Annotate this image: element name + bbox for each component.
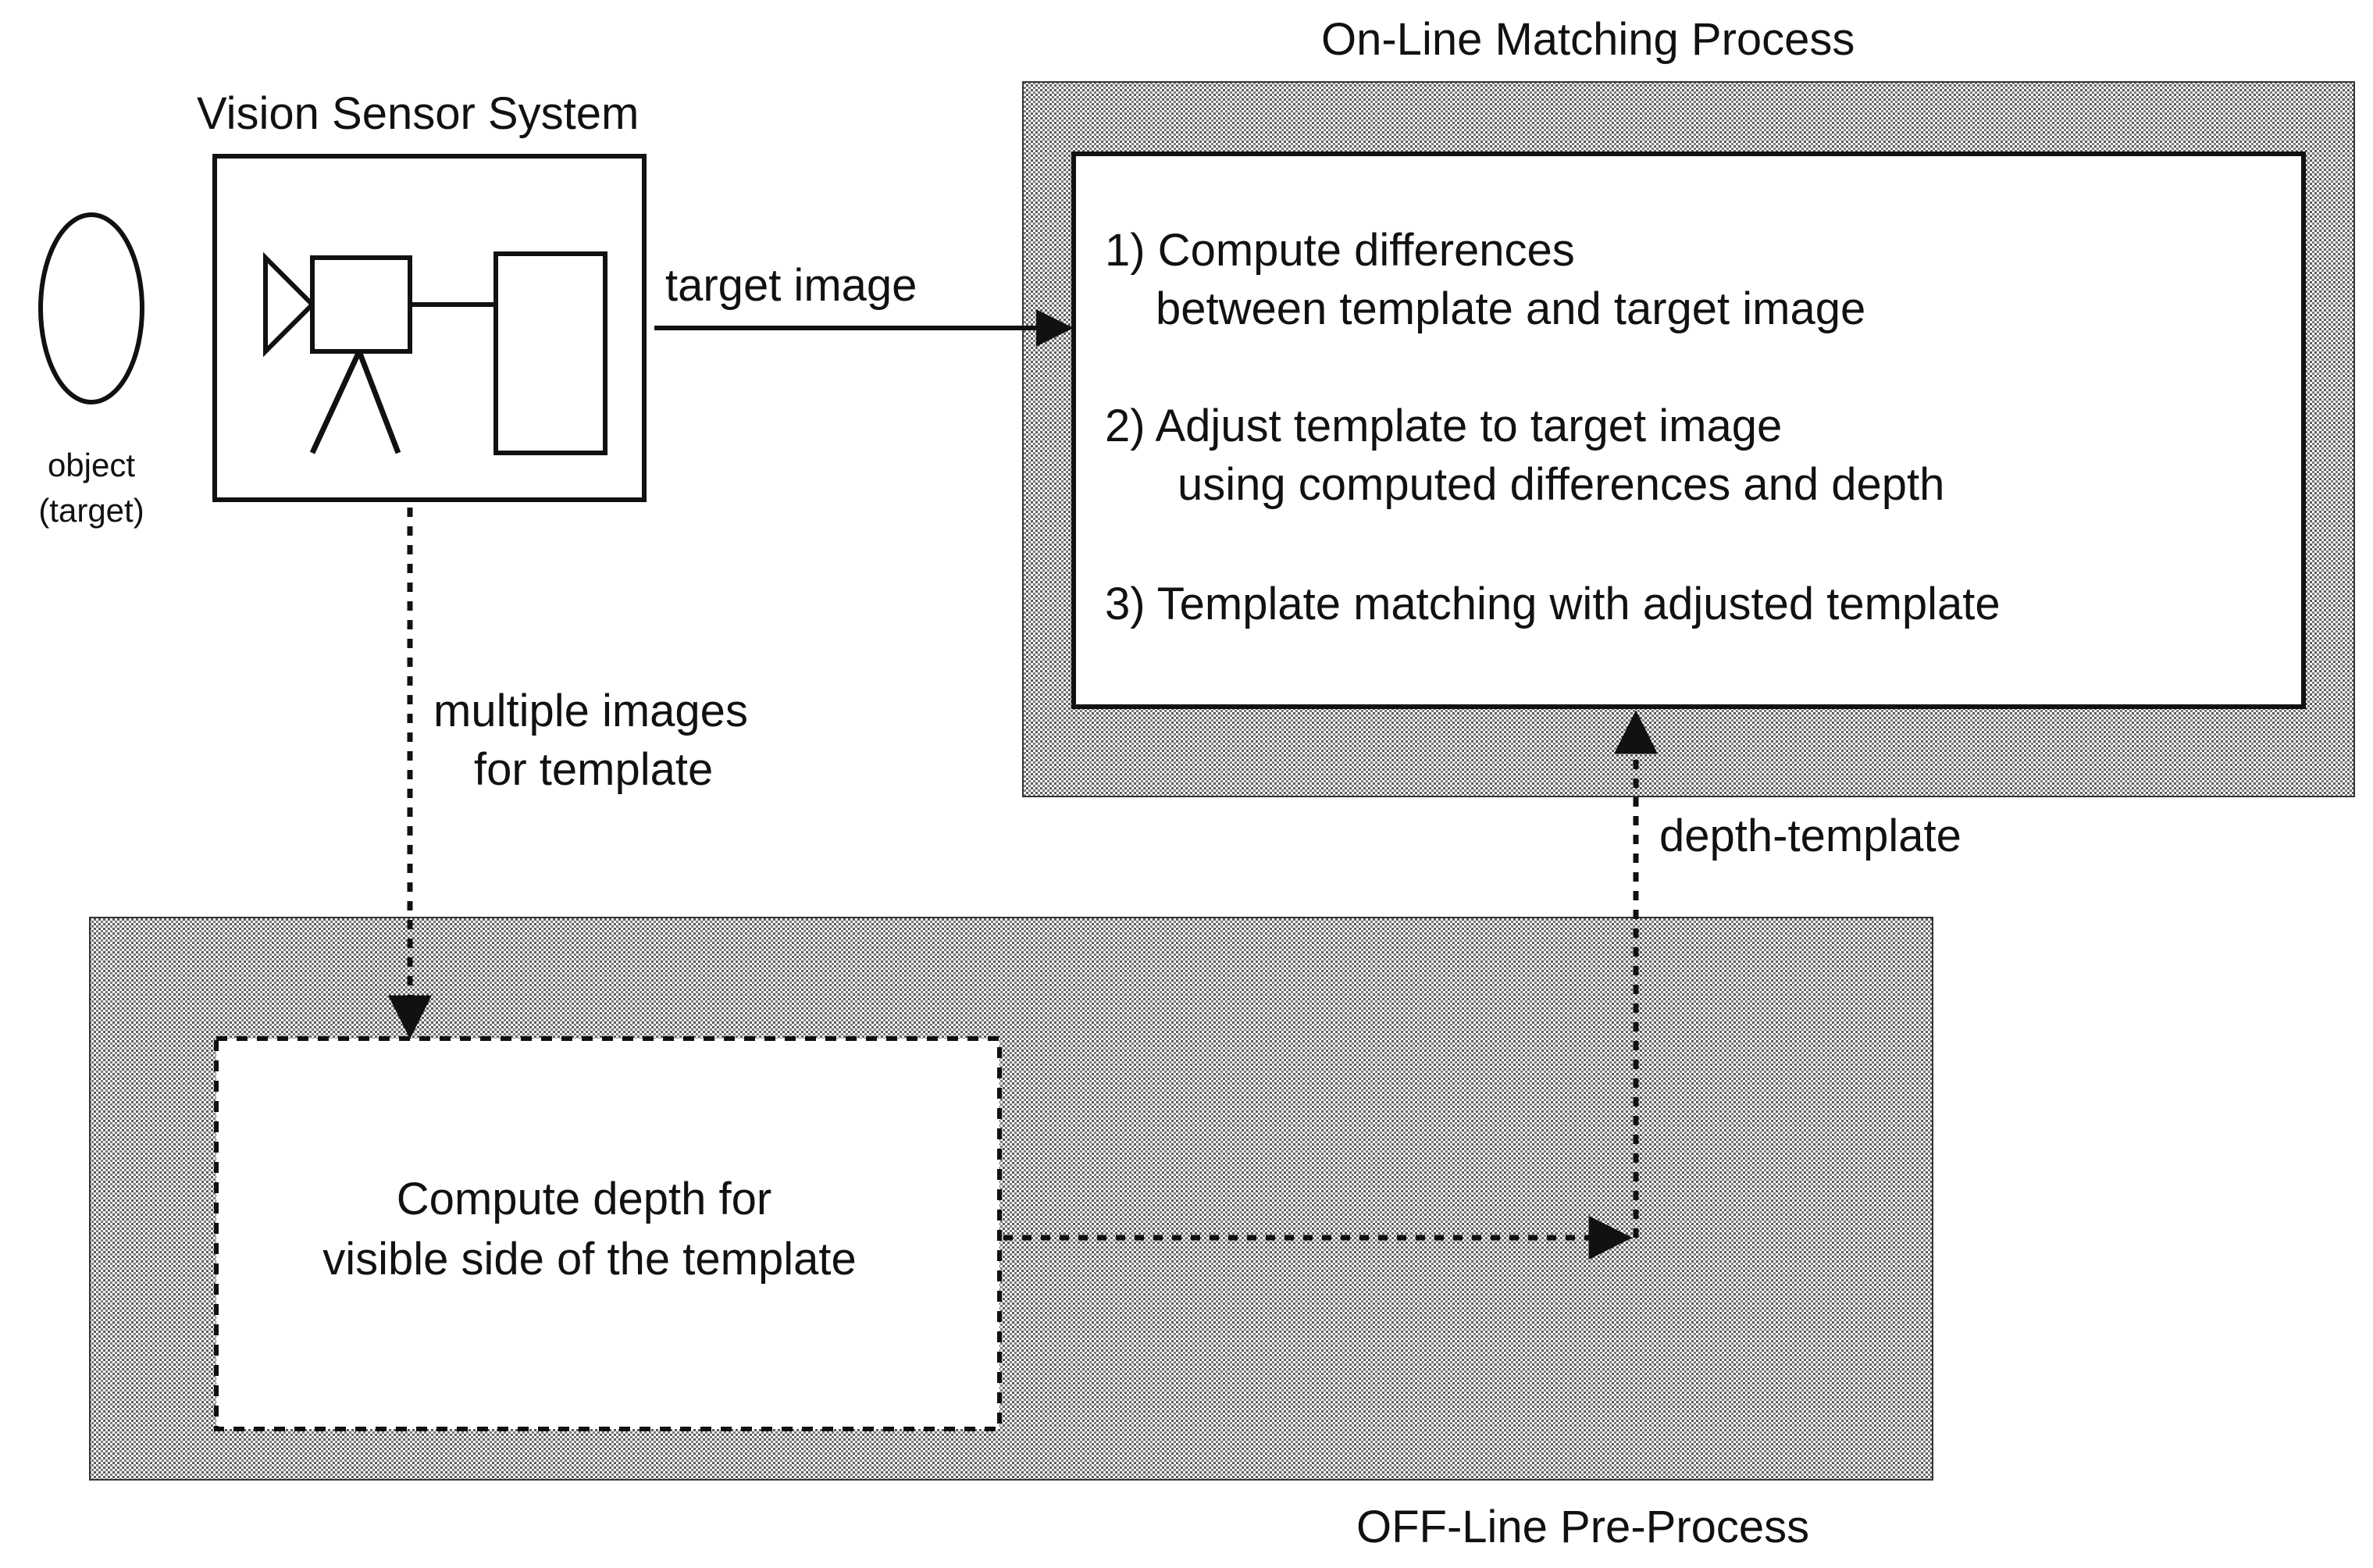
vision-sensor-system: Vision Sensor System bbox=[197, 88, 647, 502]
online-process-title: On-Line Matching Process bbox=[1321, 14, 1855, 65]
processor-unit-icon bbox=[493, 251, 608, 455]
online-steps-box bbox=[1071, 151, 2306, 709]
depth-template-label: depth-template bbox=[1659, 811, 1961, 861]
target-image-label: target image bbox=[665, 260, 917, 311]
multiple-images-label-2: for template bbox=[474, 744, 713, 795]
online-step-3-line1: 3) Template matching with adjusted templ… bbox=[1105, 579, 2001, 629]
target-image-arrow: target image bbox=[654, 260, 1074, 347]
object-label-target: (target) bbox=[38, 492, 144, 529]
compute-depth-line1: Compute depth for bbox=[397, 1174, 771, 1224]
object-label: object bbox=[48, 447, 135, 483]
object-ellipse bbox=[38, 212, 144, 404]
multiple-images-label: multiple images bbox=[433, 686, 748, 736]
online-step-1-line2: between template and target image bbox=[1156, 283, 1865, 334]
compute-depth-box bbox=[214, 1036, 1002, 1431]
online-matching-process: On-Line Matching Process 1) Compute diff… bbox=[1022, 14, 2355, 797]
vision-sensor-system-title: Vision Sensor System bbox=[197, 88, 639, 139]
offline-pre-process: Compute depth for visible side of the te… bbox=[89, 917, 1933, 1552]
online-step-1-line1: 1) Compute differences bbox=[1105, 225, 1575, 276]
depth-template-arrow: depth-template bbox=[1003, 710, 1961, 1260]
camera-icon bbox=[263, 251, 412, 454]
compute-depth-line2: visible side of the template bbox=[322, 1234, 856, 1285]
online-step-2-line2: using computed differences and depth bbox=[1178, 459, 1944, 510]
multiple-images-arrow: multiple images for template bbox=[388, 508, 748, 1039]
offline-process-title: OFF-Line Pre-Process bbox=[1356, 1502, 1809, 1552]
object-target: object (target) bbox=[38, 212, 144, 529]
online-step-2-line1: 2) Adjust template to target image bbox=[1105, 401, 1782, 451]
